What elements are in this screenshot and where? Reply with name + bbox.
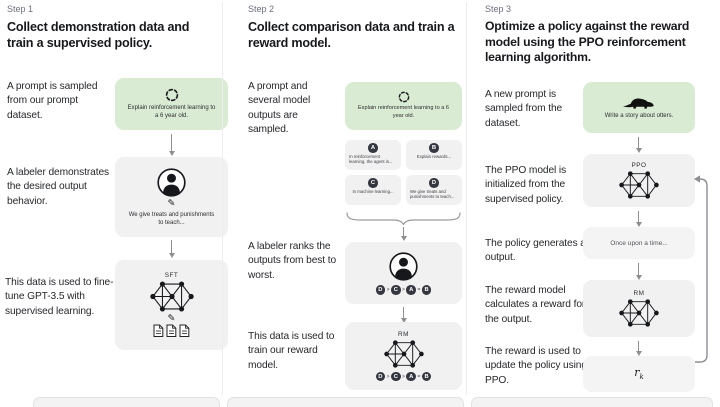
- labeler-icon: [156, 167, 187, 198]
- rm-model-box: RM D > C > A = B: [345, 322, 462, 390]
- output-letter: B: [429, 143, 439, 153]
- ppo-label: PPO: [631, 161, 647, 169]
- step1-heading: Collect demonstration data and train a s…: [7, 20, 190, 51]
- output-text: In machine learning...: [352, 189, 394, 194]
- reward-value-box: rk: [583, 356, 695, 392]
- prompt-text: Explain reinforcement learning to a 6 ye…: [357, 105, 450, 119]
- rank-item: B: [421, 285, 432, 295]
- prompt-text: Explain reinforcement learning to a 6 ye…: [127, 104, 216, 119]
- rank-item: A: [406, 371, 416, 382]
- model-outputs-grid: A In reinforcement learning, the agent i…: [345, 140, 462, 205]
- rank-separator: =: [417, 373, 421, 380]
- rm-model-box: RM: [583, 280, 695, 337]
- rm-label: RM: [398, 330, 409, 338]
- step2-caption-prompt: A prompt and several model outputs are s…: [248, 81, 311, 136]
- ppo-model-box: PPO: [583, 154, 695, 207]
- labeler-icon: [388, 251, 419, 282]
- output-letter: A: [368, 143, 378, 153]
- down-arrow: [638, 211, 640, 222]
- rank-item: D: [375, 285, 386, 295]
- step3-column: Step 3 Optimize a policy against the rew…: [466, 0, 720, 407]
- down-arrow: [638, 263, 640, 275]
- sft-label: SFT: [164, 271, 179, 279]
- generated-output-box: Once upon a time...: [583, 227, 695, 259]
- reward-value: rk: [634, 366, 644, 382]
- pencil-icon: ✎: [167, 197, 176, 209]
- labeler-box: ✎ We give treats and punishments to teac…: [115, 157, 228, 237]
- step1-caption-labeler: A labeler demonstrates the desired outpu…: [7, 167, 109, 207]
- neural-network-icon: [149, 280, 194, 313]
- down-arrow: [638, 137, 640, 148]
- ranking-row: D > C > A = B: [375, 371, 432, 382]
- neural-network-icon: [383, 339, 424, 369]
- prompt-box: Explain reinforcement learning to a 6 ye…: [115, 78, 228, 130]
- bottom-card-edge: [471, 397, 713, 407]
- output-letter: D: [429, 178, 439, 188]
- step3-caption-init: The PPO model is initialized from the su…: [485, 165, 567, 205]
- down-arrow: [403, 227, 405, 236]
- neural-network-icon: [619, 298, 659, 328]
- down-arrow: [171, 134, 173, 151]
- bottom-card-edge: [227, 397, 464, 407]
- step3-label: Step 3: [485, 4, 512, 14]
- sample-prompt-icon: [398, 91, 410, 103]
- step1-label: Step 1: [7, 4, 34, 14]
- down-arrow: [638, 341, 640, 351]
- step1-caption-prompt: A prompt is sampled from our prompt data…: [7, 81, 98, 121]
- rank-separator: >: [386, 287, 390, 293]
- step3-caption-update: The reward is used to update the policy …: [485, 346, 587, 386]
- rank-item: D: [375, 371, 386, 382]
- step2-heading: Collect comparison data and train a rewa…: [248, 20, 455, 51]
- rank-separator: >: [402, 287, 405, 293]
- column-divider: [466, 2, 467, 395]
- down-arrow: [171, 240, 173, 253]
- brace-icon: [345, 212, 462, 225]
- labeler-demo-text: We give treats and punishments to teach.…: [128, 212, 215, 227]
- sample-prompt-icon: [165, 88, 179, 102]
- prompt-text: Write a story about otters.: [604, 112, 674, 119]
- rank-item: C: [391, 285, 401, 295]
- rank-item: A: [406, 285, 416, 295]
- output-text: In reinforcement learning, the agent is.…: [349, 154, 393, 165]
- ranking-row: D > C > A = B: [375, 285, 432, 295]
- step2-caption-labeler: A labeler ranks the outputs from best to…: [248, 241, 337, 281]
- step2-caption-train: This data is used to train our reward mo…: [248, 331, 335, 371]
- bottom-card-edge: [33, 397, 220, 407]
- step3-caption-output: The policy generates an output.: [485, 238, 592, 264]
- rank-item: C: [391, 371, 401, 382]
- output-d: D We give treats and punishments to teac…: [406, 175, 462, 205]
- rank-item: B: [421, 371, 432, 382]
- otter-icon: [622, 95, 656, 110]
- step1-column: Step 1 Collect demonstration data and tr…: [0, 0, 228, 407]
- output-b: B Explain rewards...: [406, 140, 462, 170]
- output-text: Explain rewards...: [416, 154, 452, 159]
- rm-label: RM: [633, 289, 645, 297]
- output-a: A In reinforcement learning, the agent i…: [345, 140, 401, 170]
- neural-network-icon: [619, 170, 659, 200]
- step3-heading: Optimize a policy against the reward mod…: [485, 19, 690, 65]
- pencil-icon: ✎: [167, 312, 176, 324]
- output-c: C In machine learning...: [345, 175, 401, 205]
- output-text: We give treats and punishments to teach.…: [410, 189, 455, 200]
- rank-separator: =: [417, 287, 421, 293]
- output-letter: C: [368, 178, 378, 188]
- step1-caption-finetune: This data is used to fine-tune GPT-3.5 w…: [5, 277, 114, 317]
- documents-icon: [153, 324, 190, 338]
- down-arrow: [403, 307, 405, 318]
- step3-caption-reward: The reward model calculates a reward for…: [485, 285, 586, 325]
- rank-separator: >: [386, 373, 390, 380]
- generated-output-text: Once upon a time...: [610, 239, 668, 247]
- prompt-box: Explain reinforcement learning to a 6 ye…: [345, 82, 462, 130]
- sft-model-box: SFT ✎: [115, 260, 228, 350]
- column-divider: [222, 2, 223, 395]
- step3-caption-prompt: A new prompt is sampled from the dataset…: [485, 89, 563, 129]
- rank-separator: >: [402, 373, 405, 380]
- prompt-box: Write a story about otters.: [583, 82, 695, 133]
- step2-column: Step 2 Collect comparison data and train…: [222, 0, 466, 407]
- labeler-rank-box: D > C > A = B: [345, 242, 462, 304]
- step2-label: Step 2: [248, 4, 275, 14]
